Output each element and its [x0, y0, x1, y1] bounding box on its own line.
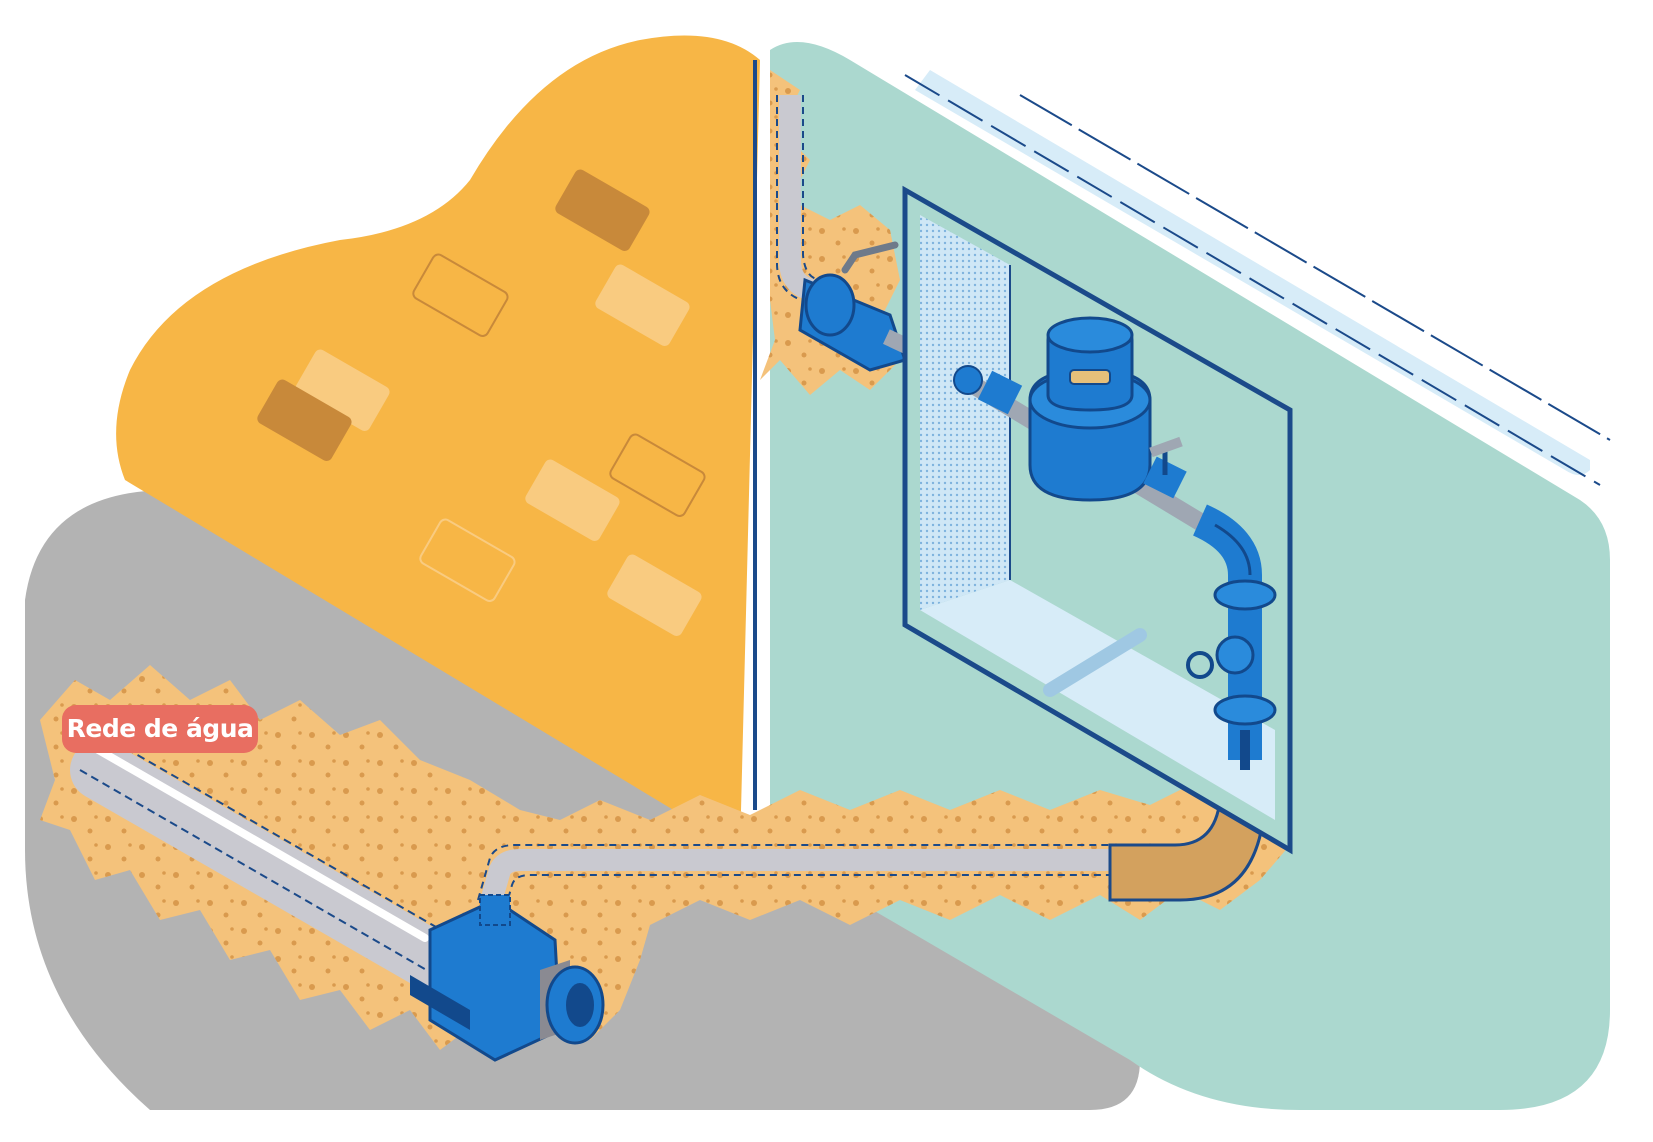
- orange-wall: [116, 35, 761, 850]
- meter-assembly: [953, 316, 1277, 770]
- meter-niche: [902, 185, 1293, 855]
- wall-bricks: [257, 169, 706, 636]
- wall-window-strip: [904, 70, 1611, 486]
- top-ball-valve: [798, 241, 917, 372]
- water-main-pipe: [70, 740, 460, 990]
- water-network-label: Rede de água: [62, 705, 258, 753]
- ferrule-valve: [410, 894, 605, 1062]
- service-pipe: [477, 844, 1110, 911]
